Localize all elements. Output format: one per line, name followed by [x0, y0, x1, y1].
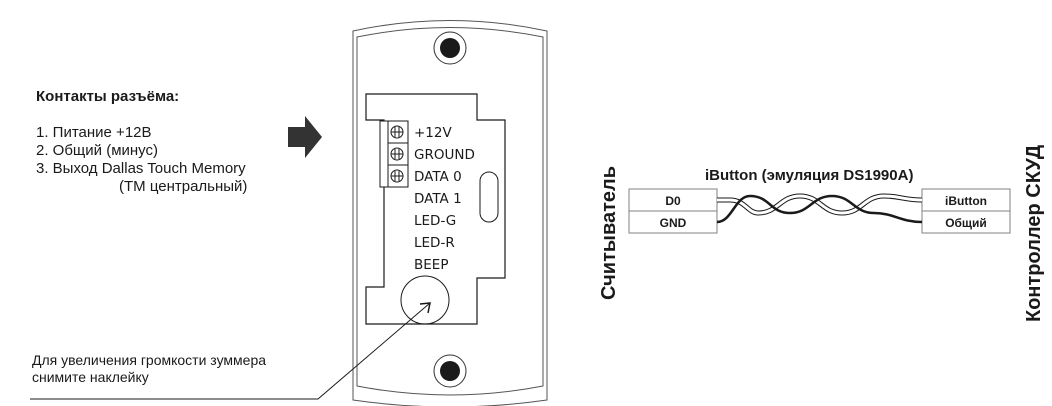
buzzer-circle: [400, 275, 450, 325]
contacts-title: Контакты разъёма:: [36, 88, 180, 105]
bottom-screw-ring: [433, 354, 467, 388]
pcb-outline: [365, 93, 506, 325]
contact-item: 3. Выход Dallas Touch Memory: [36, 160, 246, 177]
reader-side-label: Считыватель: [598, 166, 620, 300]
pin-label: LED-G: [414, 213, 456, 229]
reader-pin-gnd: GND: [660, 216, 687, 230]
pin-label: LED-R: [414, 235, 455, 251]
terminal-block: [379, 120, 409, 188]
pin-label: DATA 1: [414, 191, 462, 207]
reader-housing-inner: [356, 27, 544, 396]
pin-label: +12V: [414, 125, 452, 141]
controller-terminal-box: iButton Общий: [921, 188, 1011, 234]
leader-arrowhead-icon: [419, 302, 431, 314]
controller-pin-common: Общий: [945, 216, 987, 230]
wiring-title: iButton (эмуляция DS1990A): [705, 167, 913, 184]
led-slot: [479, 171, 499, 223]
pin-label: BEEP: [414, 257, 448, 273]
pointer-arrow-icon: [288, 116, 322, 158]
controller-pin-ibutton: iButton: [945, 194, 987, 208]
reader-terminal-box: D0 GND: [628, 188, 718, 234]
screw-terminal-icon: [390, 125, 404, 139]
reader-pin-d0: D0: [665, 194, 681, 208]
controller-side-label: Контроллер СКУД: [1023, 145, 1045, 322]
screw-terminal-icon: [390, 169, 404, 183]
contact-item: 2. Общий (минус): [36, 142, 158, 159]
screw-terminal-icon: [390, 147, 404, 161]
buzzer-note-line2: снимите наклейку: [32, 369, 149, 385]
bottom-screw-hole-icon: [440, 361, 460, 381]
note-leader-line: [30, 302, 431, 400]
contact-item: (ТМ центральный): [119, 178, 248, 195]
top-screw-ring: [433, 31, 467, 65]
pin-label: GROUND: [414, 147, 475, 163]
buzzer-note: Для увеличения громкости зуммера снимите…: [32, 352, 266, 386]
buzzer-note-line1: Для увеличения громкости зуммера: [32, 352, 267, 368]
twisted-pair-cable: [716, 193, 923, 224]
contact-item: 1. Питание +12В: [36, 124, 152, 141]
top-screw-hole-icon: [440, 38, 460, 58]
pin-label: DATA 0: [414, 169, 462, 185]
contacts-list: 1. Питание +12В 2. Общий (минус) 3. Выхо…: [36, 124, 247, 196]
